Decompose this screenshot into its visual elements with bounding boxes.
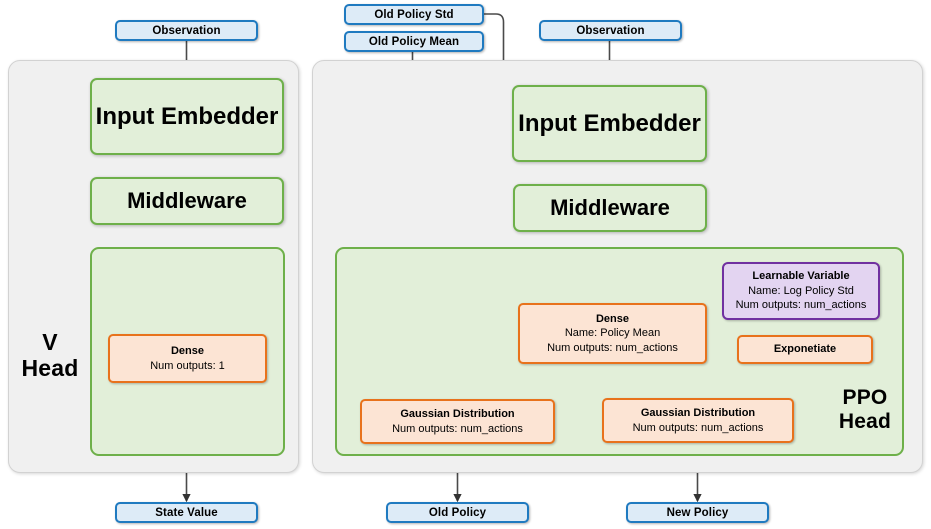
ppo-head-gaussian-old[interactable]: Gaussian Distribution Num outputs: num_a… — [360, 399, 555, 444]
learnable-variable-name: Name: Log Policy Std — [748, 284, 854, 297]
v-head-dense-title: Dense — [170, 344, 205, 357]
ppo-head-label: PPO Head — [826, 386, 904, 433]
ppo-head-label-line2: Head — [838, 409, 892, 433]
v-head-middleware-label: Middleware — [127, 188, 247, 213]
v-head-input-embedder[interactable]: Input Embedder — [90, 78, 284, 155]
v-head-input-embedder-label: Input Embedder — [95, 102, 279, 130]
input-observation-right[interactable]: Observation — [539, 20, 682, 41]
learnable-variable-num-outputs: Num outputs: num_actions — [735, 299, 867, 312]
output-old-policy[interactable]: Old Policy — [386, 502, 529, 523]
ppo-head-label-line1: PPO — [842, 386, 888, 409]
input-observation-left-label: Observation — [152, 24, 221, 37]
ppo-head-dense-name: Name: Policy Mean — [564, 327, 661, 340]
output-state-value-label: State Value — [155, 506, 218, 519]
v-head-middleware[interactable]: Middleware — [90, 177, 284, 225]
ppo-head-dense-num-outputs: Num outputs: num_actions — [547, 341, 678, 354]
input-observation-left[interactable]: Observation — [115, 20, 258, 41]
gaussian-old-num-outputs: Num outputs: num_actions — [392, 422, 523, 435]
input-observation-right-label: Observation — [576, 24, 645, 37]
output-state-value[interactable]: State Value — [115, 502, 258, 523]
ppo-head-exponetiate[interactable]: Exponetiate — [737, 335, 873, 364]
ppo-head-dense-policy-mean[interactable]: Dense Name: Policy Mean Num outputs: num… — [518, 303, 707, 364]
input-old-policy-std[interactable]: Old Policy Std — [344, 4, 484, 25]
ppo-head-middleware-label: Middleware — [550, 195, 670, 220]
v-head-label-line2: Head — [21, 354, 79, 381]
output-new-policy-label: New Policy — [666, 506, 729, 519]
exponetiate-title: Exponetiate — [773, 343, 837, 356]
ppo-head-input-embedder[interactable]: Input Embedder — [512, 85, 707, 162]
ppo-head-gaussian-new[interactable]: Gaussian Distribution Num outputs: num_a… — [602, 398, 794, 443]
gaussian-new-title: Gaussian Distribution — [640, 406, 756, 419]
input-old-policy-mean[interactable]: Old Policy Mean — [344, 31, 484, 52]
output-old-policy-label: Old Policy — [428, 506, 487, 519]
v-head-dense[interactable]: Dense Num outputs: 1 — [108, 334, 267, 383]
v-head-dense-num-outputs: Num outputs: 1 — [150, 359, 225, 372]
ppo-head-input-embedder-label: Input Embedder — [518, 109, 701, 137]
gaussian-old-title: Gaussian Distribution — [400, 407, 515, 420]
gaussian-new-num-outputs: Num outputs: num_actions — [632, 421, 764, 434]
output-new-policy[interactable]: New Policy — [626, 502, 769, 523]
input-old-policy-std-label: Old Policy Std — [374, 8, 454, 21]
v-head-label: V Head — [14, 329, 86, 382]
ppo-head-dense-title: Dense — [595, 312, 630, 325]
learnable-variable-title: Learnable Variable — [752, 270, 850, 283]
ppo-head-middleware[interactable]: Middleware — [513, 184, 707, 232]
ppo-head-learnable-variable[interactable]: Learnable Variable Name: Log Policy Std … — [722, 262, 880, 320]
input-old-policy-mean-label: Old Policy Mean — [368, 35, 460, 48]
v-head-label-line1: V — [42, 329, 58, 355]
